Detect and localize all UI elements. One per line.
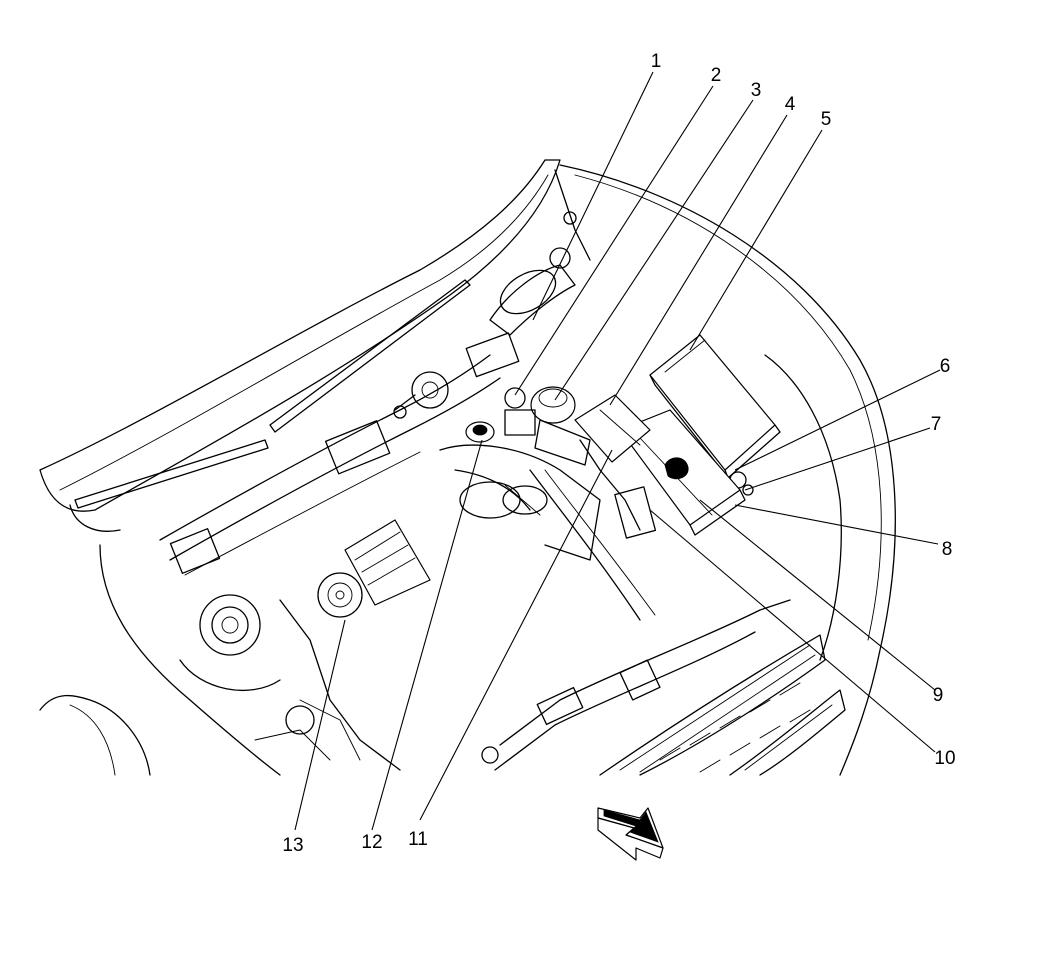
callout-10: 10 (934, 748, 955, 769)
leader-12 (371, 439, 483, 831)
leader-13 (294, 619, 346, 831)
leader-7 (744, 427, 931, 491)
leader-2 (514, 85, 714, 396)
leader-3 (554, 99, 754, 401)
leader-4 (609, 114, 788, 406)
leader-5 (689, 129, 823, 351)
front-of-vehicle-arrow-icon (597, 807, 664, 861)
leader-8 (734, 504, 939, 545)
callout-1: 1 (651, 51, 662, 72)
callout-numbers: 1 2 3 4 5 6 7 8 9 10 11 12 13 (282, 51, 955, 856)
callout-11: 11 (408, 829, 428, 850)
callout-2: 2 (711, 65, 722, 86)
leader-6 (734, 369, 941, 471)
callout-3: 3 (751, 80, 762, 101)
grille-slats (659, 682, 811, 773)
leader-9 (699, 499, 936, 691)
callout-7: 7 (931, 414, 942, 435)
callout-12: 12 (361, 832, 382, 853)
callout-9: 9 (933, 685, 944, 706)
callout-6: 6 (940, 356, 951, 377)
vehicle-illustration (39, 159, 896, 776)
callout-13: 13 (282, 835, 303, 856)
leader-lines (294, 71, 941, 831)
leader-11 (419, 449, 613, 821)
callout-5: 5 (821, 109, 832, 130)
leader-10 (649, 509, 936, 753)
callout-4: 4 (785, 94, 796, 115)
callout-8: 8 (942, 539, 953, 560)
leader-1 (532, 71, 654, 321)
